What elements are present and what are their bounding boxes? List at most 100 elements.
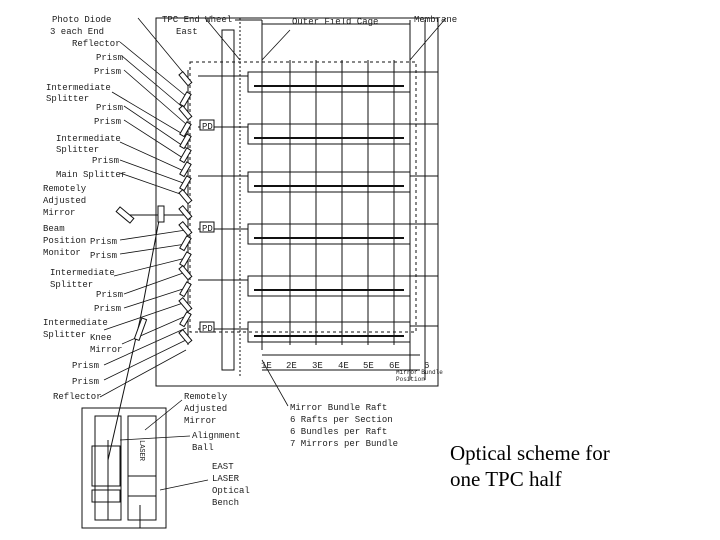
photo-diode-box xyxy=(199,221,215,233)
label-intermediate-splitter: Intermediate xyxy=(43,318,108,328)
raft-row xyxy=(247,171,411,193)
prism-mirror xyxy=(179,91,192,108)
tpc-section-frame xyxy=(155,17,439,387)
knee-mirror xyxy=(133,317,148,342)
bench-component xyxy=(91,445,121,487)
label-membrane: Membrane xyxy=(414,15,457,25)
label-prism: Prism xyxy=(96,103,123,113)
label-prism: Prism xyxy=(90,251,117,261)
label-remotely-adjusted-mirror: Mirror xyxy=(184,416,216,426)
label-remotely-adjusted-mirror: Remotely xyxy=(43,184,87,194)
caption-line: one TPC half xyxy=(450,467,562,491)
prism-mirror xyxy=(179,147,192,164)
label-mirror-bundle-raft: Mirror Bundle Raft xyxy=(290,403,387,413)
label-mirror-bundle-raft: 6 Bundles per Raft xyxy=(290,427,387,437)
label-pd: PD xyxy=(202,224,213,234)
raft-row xyxy=(247,321,411,343)
label-outer-field-cage: Outer Field Cage xyxy=(292,17,378,27)
label-prism: Prism xyxy=(94,67,121,77)
label-intermediate-splitter: Intermediate xyxy=(50,268,115,278)
prism-mirror xyxy=(178,297,193,313)
label-three-each-end: 3 each End xyxy=(50,27,104,37)
label-intermediate-splitter: Intermediate xyxy=(46,83,111,93)
label-remotely-adjusted-mirror: Mirror xyxy=(43,208,75,218)
prism-mirror xyxy=(178,221,193,237)
raft-row xyxy=(247,223,411,245)
label-remotely-adjusted-mirror: Remotely xyxy=(184,392,228,402)
photo-diode-box xyxy=(199,119,215,131)
prism-stack xyxy=(115,71,215,345)
label-knee-mirror: Mirror xyxy=(90,345,122,355)
beam-position-monitor xyxy=(157,205,165,223)
raft-row xyxy=(247,275,411,297)
figure-caption: Optical scheme for one TPC half xyxy=(450,440,690,492)
raft-rows xyxy=(247,71,411,343)
label-east-laser-bench: Bench xyxy=(212,498,239,508)
label-mirror-bundle-raft: 7 Mirrors per Bundle xyxy=(290,439,398,449)
label-tpc-end-wheel: TPC End Wheel xyxy=(162,15,232,25)
label-east-laser-bench: Optical xyxy=(212,486,250,496)
main-splitter-mirror xyxy=(178,189,193,205)
label-tpc-end-wheel: East xyxy=(176,27,198,37)
prism-mirror xyxy=(178,329,193,345)
prism-mirror xyxy=(178,105,193,121)
label-remotely-adjusted-mirror: Adjusted xyxy=(43,196,86,206)
label-alignment-ball: Alignment xyxy=(192,431,241,441)
laser-box xyxy=(127,415,157,521)
label-bundle-position: 2E xyxy=(286,361,297,371)
splitter-mirror xyxy=(179,161,192,178)
label-intermediate-splitter: Splitter xyxy=(43,330,86,340)
label-mirror-bundle-position: Position xyxy=(396,376,425,383)
prism-mirror xyxy=(179,235,192,252)
bench-component xyxy=(127,475,157,497)
label-photo-diode: Photo Diode xyxy=(52,15,111,25)
label-prism: Prism xyxy=(94,304,121,314)
remotely-adjusted-mirror xyxy=(115,206,135,224)
label-pd: PD xyxy=(202,122,213,132)
label-main-splitter: Main Splitter xyxy=(56,170,126,180)
splitter-mirror xyxy=(179,311,192,328)
label-prism: Prism xyxy=(96,290,123,300)
label-beam-position-monitor: Position xyxy=(43,236,86,246)
label-laser-box: LASER xyxy=(137,440,145,462)
photo-diode-box xyxy=(199,321,215,333)
label-intermediate-splitter: Splitter xyxy=(56,145,99,155)
label-prism: Prism xyxy=(94,117,121,127)
raft-row xyxy=(247,123,411,145)
prism-mirror xyxy=(179,175,192,192)
label-mirror-bundle-raft: 6 Rafts per Section xyxy=(290,415,393,425)
label-prism: Prism xyxy=(72,377,99,387)
label-pd: PD xyxy=(202,324,213,334)
label-east-laser-bench: LASER xyxy=(212,474,240,484)
caption-line: Optical scheme for xyxy=(450,441,610,465)
label-intermediate-splitter: Splitter xyxy=(50,280,93,290)
label-prism: Prism xyxy=(92,156,119,166)
tpc-end-wheel xyxy=(221,29,235,371)
label-beam-position-monitor: Monitor xyxy=(43,248,81,258)
label-reflector-bottom: Reflector xyxy=(53,392,102,402)
label-east-laser-bench: EAST xyxy=(212,462,234,472)
leader-lines xyxy=(99,17,447,491)
splitter-mirror xyxy=(178,265,193,281)
reflector-mirror xyxy=(178,71,193,87)
label-bundle-position: 3E xyxy=(312,361,323,371)
label-intermediate-splitter: Splitter xyxy=(46,94,89,104)
raft-grid xyxy=(261,60,395,345)
label-knee-mirror: Knee xyxy=(90,333,112,343)
raft-row xyxy=(247,71,411,93)
east-laser-optical-bench xyxy=(81,407,167,529)
label-mirror-bundle-position: Mirror Bundle xyxy=(396,369,443,376)
label-bundle-position: 6 xyxy=(424,361,429,371)
prism-mirror xyxy=(179,133,192,150)
label-prism: Prism xyxy=(90,237,117,247)
label-remotely-adjusted-mirror: Adjusted xyxy=(184,404,227,414)
prism-mirror xyxy=(179,251,192,268)
label-beam-position-monitor: Beam xyxy=(43,224,65,234)
label-alignment-ball: Ball xyxy=(192,443,214,453)
main-splitter-mirror xyxy=(178,205,193,221)
label-bundle-position: 6E xyxy=(389,361,400,371)
bench-component xyxy=(91,489,121,503)
laser-feed-beam xyxy=(107,319,141,461)
label-prism: Prism xyxy=(72,361,99,371)
